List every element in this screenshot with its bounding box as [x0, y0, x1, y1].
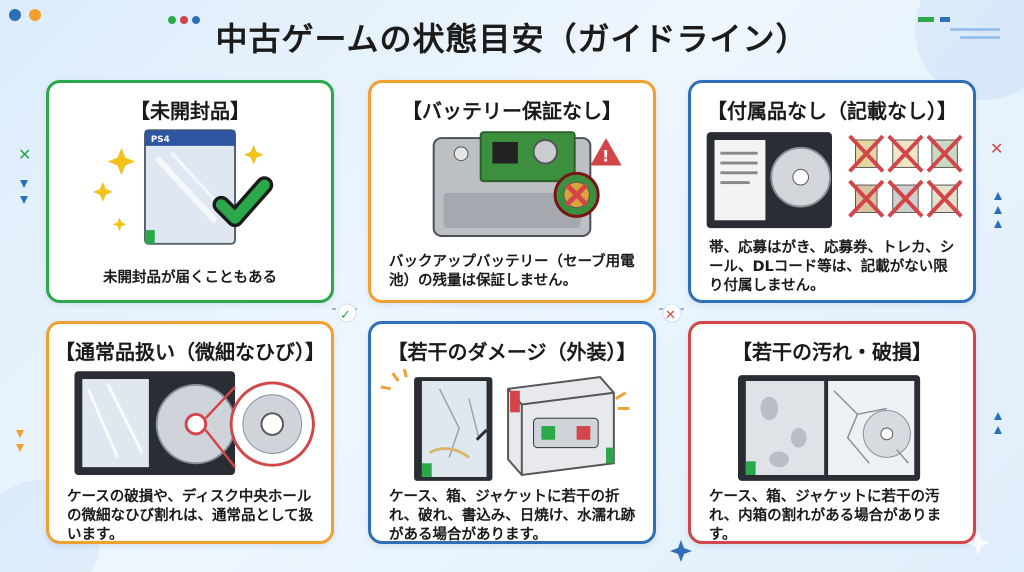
card-description: バックアップバッテリー（セーブ用電池）の残量は保証しません。: [389, 254, 635, 289]
card-title: 【未開封品】: [130, 99, 250, 123]
card-description: 帯、応募はがき、応募券、トレカ、シール、DLコード等は、記載がない限り付属しませ…: [709, 240, 955, 294]
cartridge-battery-warning-icon: !: [432, 131, 622, 237]
svg-text:✕: ✕: [665, 308, 676, 323]
card-title: 【バッテリー保証なし】: [402, 99, 622, 123]
open-case-no-accessories-icon: [706, 132, 963, 229]
damaged-case-and-box-icon: [380, 368, 630, 481]
card-title: 【若干のダメージ（外装）】: [387, 340, 637, 364]
sealed-ps4-case-check-icon: PS4: [93, 129, 274, 245]
dirty-cracked-case-icon: [738, 375, 921, 481]
disc-center-crack-magnify-icon: [74, 371, 315, 475]
svg-text:!: !: [602, 147, 609, 166]
card-description: ケースの破損や、ディスク中央ホールの微細なひび割れは、通常品として扱います。: [67, 489, 314, 543]
svg-text:✕: ✕: [990, 139, 1003, 158]
case-label: PS4: [151, 135, 170, 145]
card-description: 未開封品が届くこともある: [103, 270, 277, 286]
card-description: ケース、箱、ジャケットに若干の折れ、破れ、書込み、日焼け、水濡れ跡がある場合があ…: [389, 489, 636, 543]
card-minor-crack: 【通常品扱い（微細なひび）】 ケースの破損や、ディスク中央ホールの微細なひび割れ…: [46, 321, 334, 544]
card-title: 【付属品なし（記載なし）】: [707, 99, 957, 123]
card-title: 【若干の汚れ・破損】: [732, 340, 932, 364]
card-title: 【通常品扱い（微細なひび）】: [55, 340, 325, 364]
card-description: ケース、箱、ジャケットに若干の汚れ、内箱の割れがある場合があります。: [709, 489, 942, 543]
card-battery: 【バッテリー保証なし】 ! バックアップバッテリー（セーブ用電池）の残量は保証し…: [368, 80, 656, 303]
card-sealed: 【未開封品】 PS4 未開封品が届くこともある: [46, 80, 334, 303]
page-title: 中古ゲームの状態目安（ガイドライン）: [215, 20, 809, 58]
svg-text:✕: ✕: [18, 145, 31, 164]
svg-text:✓: ✓: [340, 308, 351, 323]
card-no-accessories: 【付属品なし（記載なし）】 帯、応募はがき、応募券、トレカ、シール、DLコード等…: [688, 80, 976, 303]
card-dirt-damage: 【若干の汚れ・破損】 ケース、箱、ジャケットに若干の汚れ、内箱の割れがある場合が…: [688, 321, 976, 544]
card-exterior-damage: 【若干のダメージ（外装）】 ケース、箱、ジャケットに若干の折れ、破れ、書込み、日…: [368, 321, 656, 544]
